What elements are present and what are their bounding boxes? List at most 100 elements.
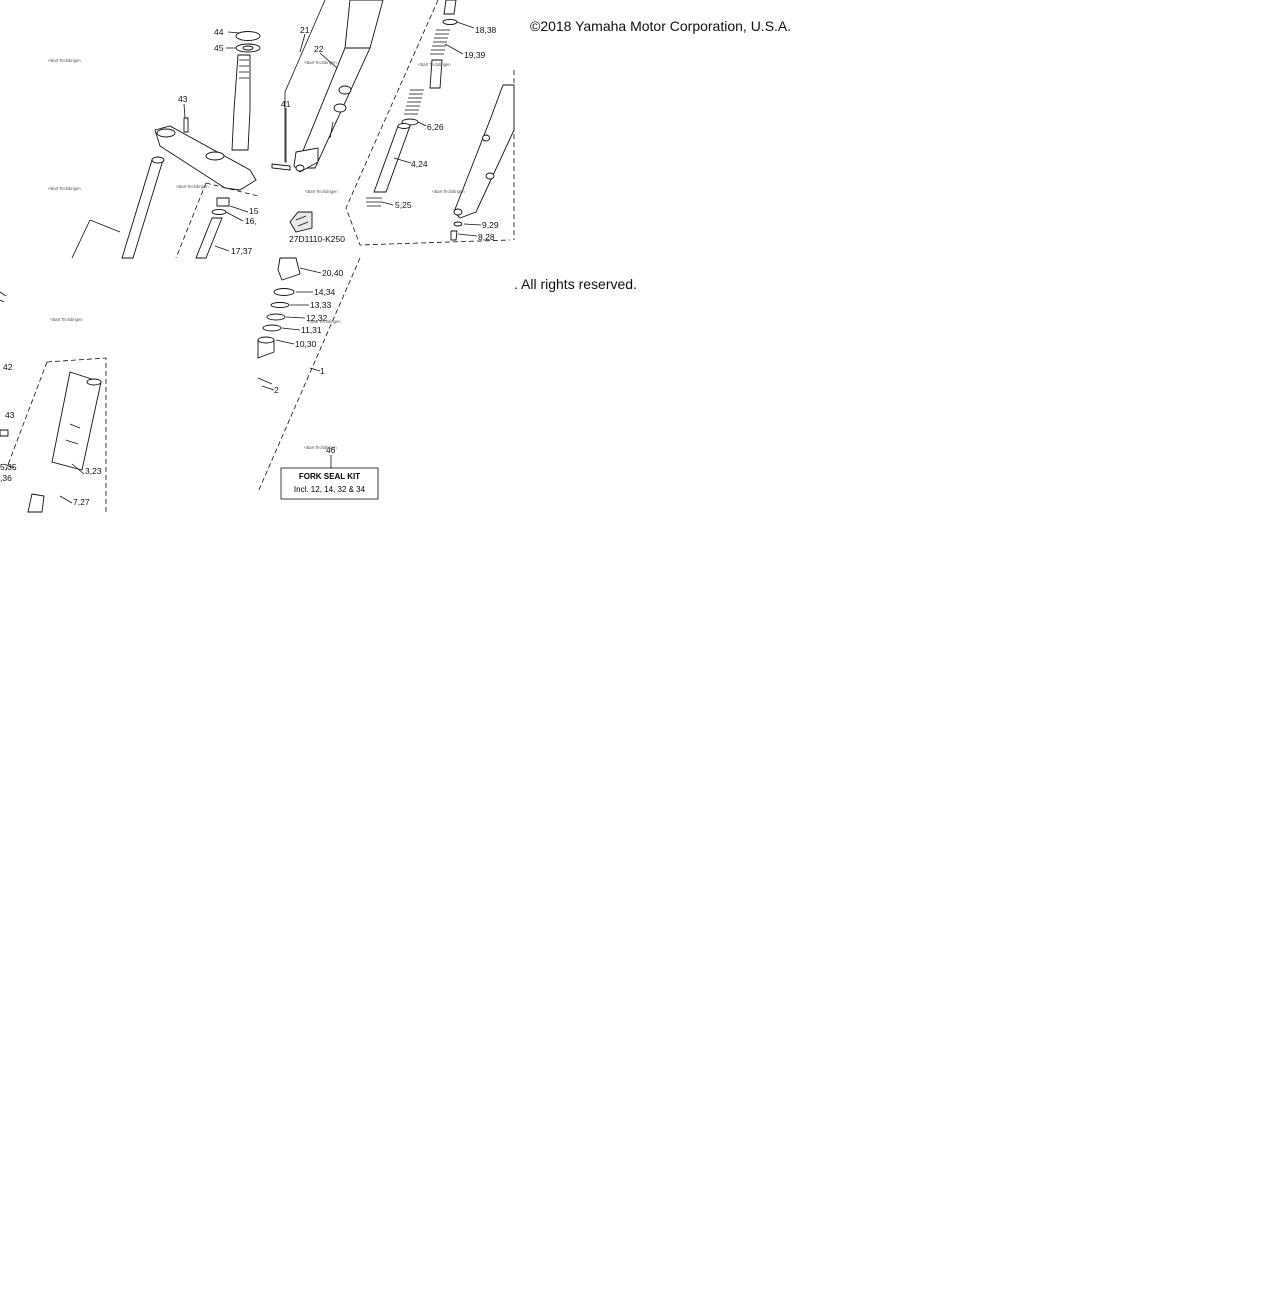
- callout-5-25: 5,25: [395, 200, 412, 210]
- right-tube-boss-2: [485, 172, 495, 180]
- callout-14-34: 14,34: [314, 287, 336, 297]
- guide-bush-top: [257, 336, 275, 344]
- tile-outer-tube: 21 22 41 27D1110-K250 <Bart Techdirigen …: [271, 0, 384, 244]
- stem-nut: [235, 31, 261, 41]
- outer-tube-body: [295, 47, 371, 169]
- callout-22: 22: [314, 44, 324, 54]
- callout-36: ,36: [0, 473, 12, 483]
- callout-18-38: 18,38: [475, 25, 497, 35]
- frame-line: [71, 219, 121, 259]
- inner-pipe: [195, 217, 223, 259]
- callout-10-30: 10,30: [295, 339, 317, 349]
- callout-5-35: 5,35: [0, 462, 17, 472]
- callout-43-lower: 43: [5, 410, 15, 420]
- tile-steering-stem: 44 45 43 15 16, 17,37 <Bart Techdirigen …: [48, 27, 261, 259]
- watermark: <Bart Techdirigen: [418, 62, 451, 67]
- dashed-group-a: [175, 182, 259, 259]
- oil-seal-12: [266, 313, 286, 321]
- callout-6-26: 6,26: [427, 122, 444, 132]
- tile-damper-spring: 18,38 19,39 6,26 4,24 5,25 9,29 8,28 <Ba…: [345, 0, 515, 246]
- callout-43: 43: [178, 94, 188, 104]
- dust-seal-top: [277, 257, 301, 281]
- callout-1: 1: [320, 366, 325, 376]
- watermark: <Bart Techdirigen: [50, 317, 83, 322]
- stem-threads: [239, 59, 249, 79]
- slide-metal: [27, 493, 45, 513]
- pinch-bolt: [183, 117, 189, 133]
- tube-slot: [329, 121, 334, 139]
- seal-14: [273, 288, 295, 296]
- stem-washer-hole: [242, 45, 254, 51]
- fork-seal-kit-contents: Incl. 12, 14, 32 & 34: [294, 485, 366, 494]
- callout-9-29: 9,29: [482, 220, 499, 230]
- upper-spring: [430, 29, 450, 55]
- inner-tube-marks: [65, 423, 81, 445]
- tile-seals: 20,40 14,34 13,33 12,32 11,31 10,30 2 1 …: [257, 257, 379, 500]
- callout-11-31: 11,31: [301, 325, 322, 335]
- special-tool: [289, 211, 313, 233]
- tile-inner-tube: 42 43 5,35 ,36 3,23 7,27 <Bart Techdirig…: [0, 291, 107, 513]
- spring-seat: [216, 197, 230, 207]
- clip-13: [270, 302, 290, 308]
- leaders-tile-4: [261, 267, 332, 468]
- callout-3-23: 3,23: [85, 466, 102, 476]
- lower-spring: [404, 89, 424, 115]
- right-outer-tube: [453, 84, 515, 219]
- callout-42: 42: [3, 362, 13, 372]
- callout-44: 44: [214, 27, 224, 37]
- bracket-hole-left: [156, 128, 176, 138]
- rights-reserved-text: . All rights reserved.: [514, 276, 637, 292]
- steering-stem: [231, 54, 251, 151]
- dashed-group-b: [345, 0, 511, 246]
- leaders-tile-5: [3, 463, 85, 504]
- tool-detail: [295, 215, 309, 227]
- callout-16: 16,: [245, 216, 257, 226]
- watermark: <Bart Techdirigen: [304, 60, 337, 65]
- fork-seal-kit-title: FORK SEAL KIT: [299, 472, 360, 481]
- fork-tube-top: [151, 156, 165, 164]
- axle-hole: [295, 164, 305, 172]
- watermark: <Bart Techdirigen: [432, 189, 465, 194]
- drain-bolt: [450, 230, 458, 241]
- callout-21: 21: [300, 25, 310, 35]
- under-bracket: [154, 125, 257, 191]
- fork-seal-kit-box: [280, 467, 379, 500]
- callout-45: 45: [214, 43, 224, 53]
- callout-19-39: 19,39: [464, 50, 486, 60]
- dashed-group-c: [257, 257, 361, 493]
- damper-rod-top: [397, 123, 411, 129]
- watermark: <Bart Techdirigen: [304, 445, 337, 450]
- right-tube-boss-1: [482, 134, 490, 142]
- leaders-tile-2: [285, 33, 338, 163]
- callout-17-37: 17,37: [231, 246, 253, 256]
- dashed-group-d: [5, 357, 107, 512]
- callout-12-32: 12,32: [306, 313, 328, 323]
- damper-rod: [373, 125, 411, 193]
- watermark: <Bart Techdirigen: [305, 189, 338, 194]
- partial-part-edge: [0, 291, 7, 303]
- spacer-pipe: [429, 59, 443, 89]
- bracket-bolt: [271, 163, 291, 171]
- washer-11: [262, 324, 282, 332]
- leaders-tile-3: [381, 21, 482, 237]
- top-ring-18: [442, 19, 458, 25]
- callout-15: 15: [249, 206, 259, 216]
- callout-8-28: 8,28: [478, 232, 495, 242]
- callout-46: 46: [326, 445, 336, 455]
- special-tool-number: 27D1110-K250: [289, 234, 345, 244]
- copyright-text: ©2018 Yamaha Motor Corporation, U.S.A.: [530, 18, 792, 34]
- right-tube-bottom: [453, 208, 463, 216]
- top-pipe: [443, 0, 457, 15]
- drain-washer: [453, 221, 463, 227]
- callout-7-27: 7,27: [73, 497, 90, 507]
- watermark: <Bart Techdirigen: [176, 184, 209, 189]
- callout-20-40: 20,40: [322, 268, 344, 278]
- watermark: <Bart Techdirigen: [48, 58, 81, 63]
- callout-2: 2: [274, 385, 279, 395]
- callout-41: 41: [281, 99, 291, 109]
- left-fork-tube: [121, 159, 164, 259]
- lower-pinch-bolt: [0, 429, 9, 437]
- callout-4-24: 4,24: [411, 159, 428, 169]
